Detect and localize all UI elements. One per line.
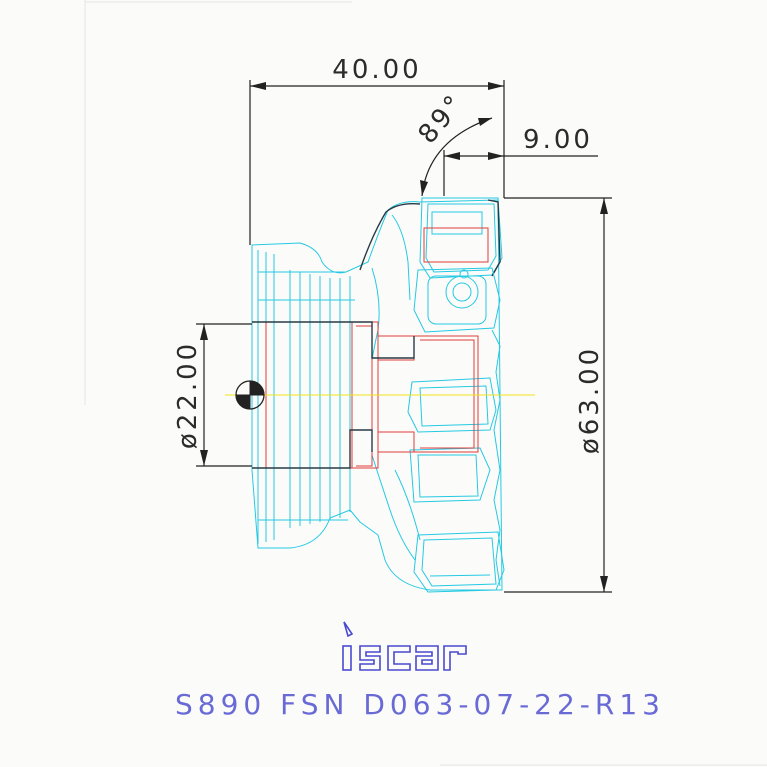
insert-top xyxy=(419,197,503,279)
insert-bottom xyxy=(413,531,505,593)
insert-second xyxy=(413,267,501,333)
body-edge-accent xyxy=(359,202,421,271)
iscar-logo xyxy=(342,621,467,671)
bore-profile xyxy=(252,321,415,469)
dim-offset-label: 9.00 xyxy=(523,125,593,155)
dimension-bore: ø22.00 xyxy=(173,323,252,467)
part-number: S890 FSN D063-07-22-R13 xyxy=(175,688,665,721)
drawing-frame xyxy=(84,0,767,766)
dim-bore-label: ø22.00 xyxy=(173,341,203,449)
dim-angle-label: 89° xyxy=(413,88,471,149)
insert-mid xyxy=(407,377,497,433)
insert-lower xyxy=(409,447,491,503)
center-mark-icon xyxy=(235,380,265,410)
dim-diameter-label: ø63.00 xyxy=(575,346,605,454)
dim-length-label: 40.00 xyxy=(332,55,421,85)
cutting-edge xyxy=(491,329,501,587)
dimension-angle: 89° xyxy=(413,88,493,197)
dimension-insert-offset: 9.00 xyxy=(443,125,598,196)
dimension-diameter: ø63.00 xyxy=(504,197,612,593)
dimension-length: 40.00 xyxy=(249,55,505,245)
